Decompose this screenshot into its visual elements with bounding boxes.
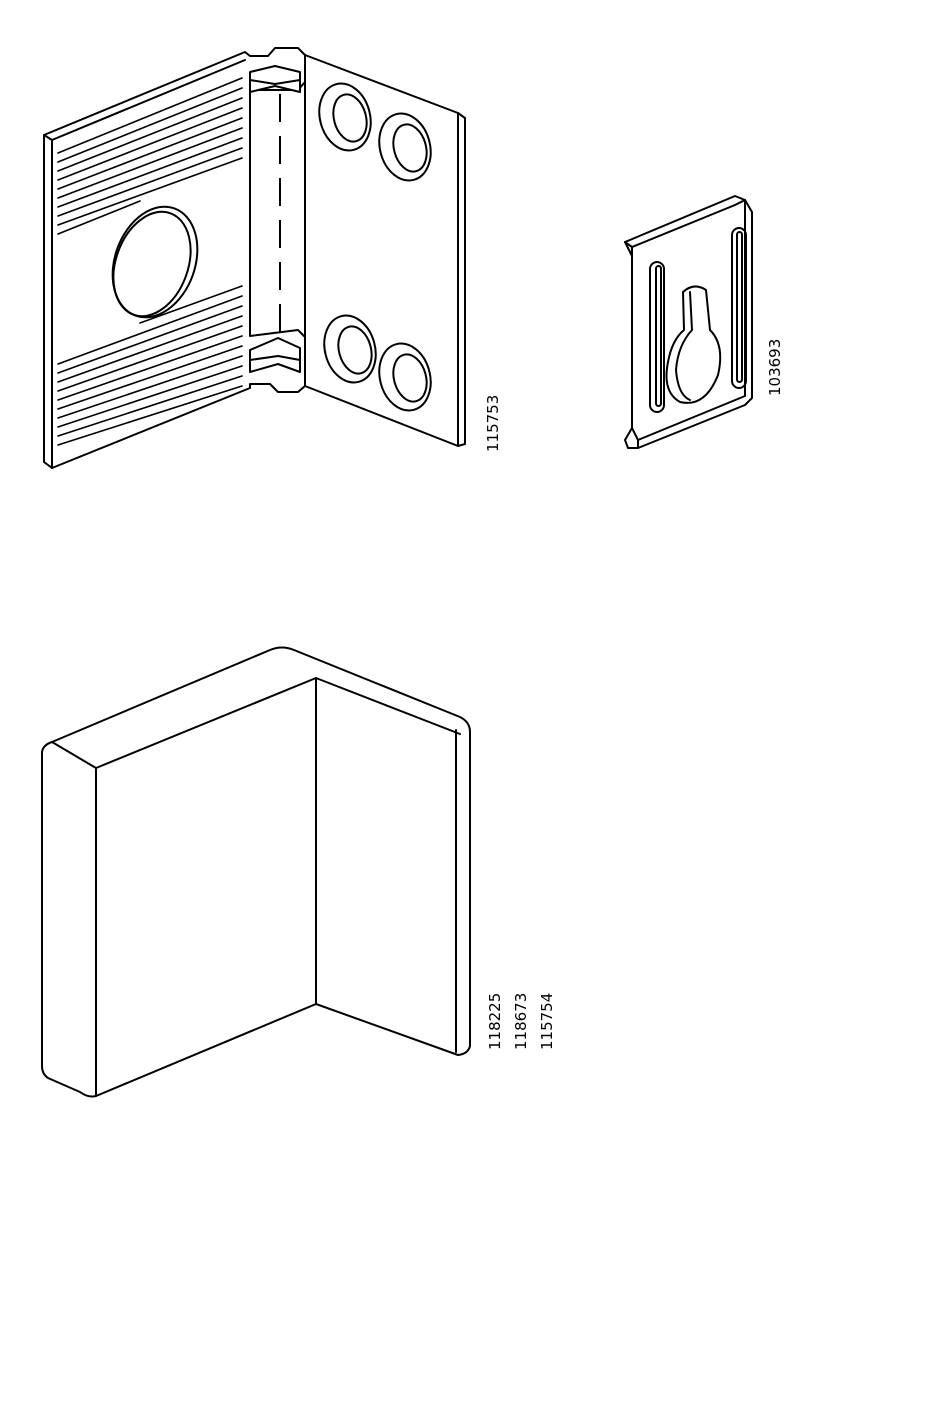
part-code-118673: 118673 (512, 993, 530, 1050)
part-code-118225: 118225 (486, 993, 504, 1050)
part-code-103693: 103693 (766, 339, 784, 396)
part-code-115753: 115753 (484, 395, 502, 452)
cover-body (42, 648, 470, 1097)
corner-bracket-drawing (44, 48, 465, 468)
corner-cover-drawing (42, 648, 470, 1097)
part-code-115754: 115754 (538, 993, 556, 1050)
keyhole-plate-drawing (625, 196, 752, 448)
